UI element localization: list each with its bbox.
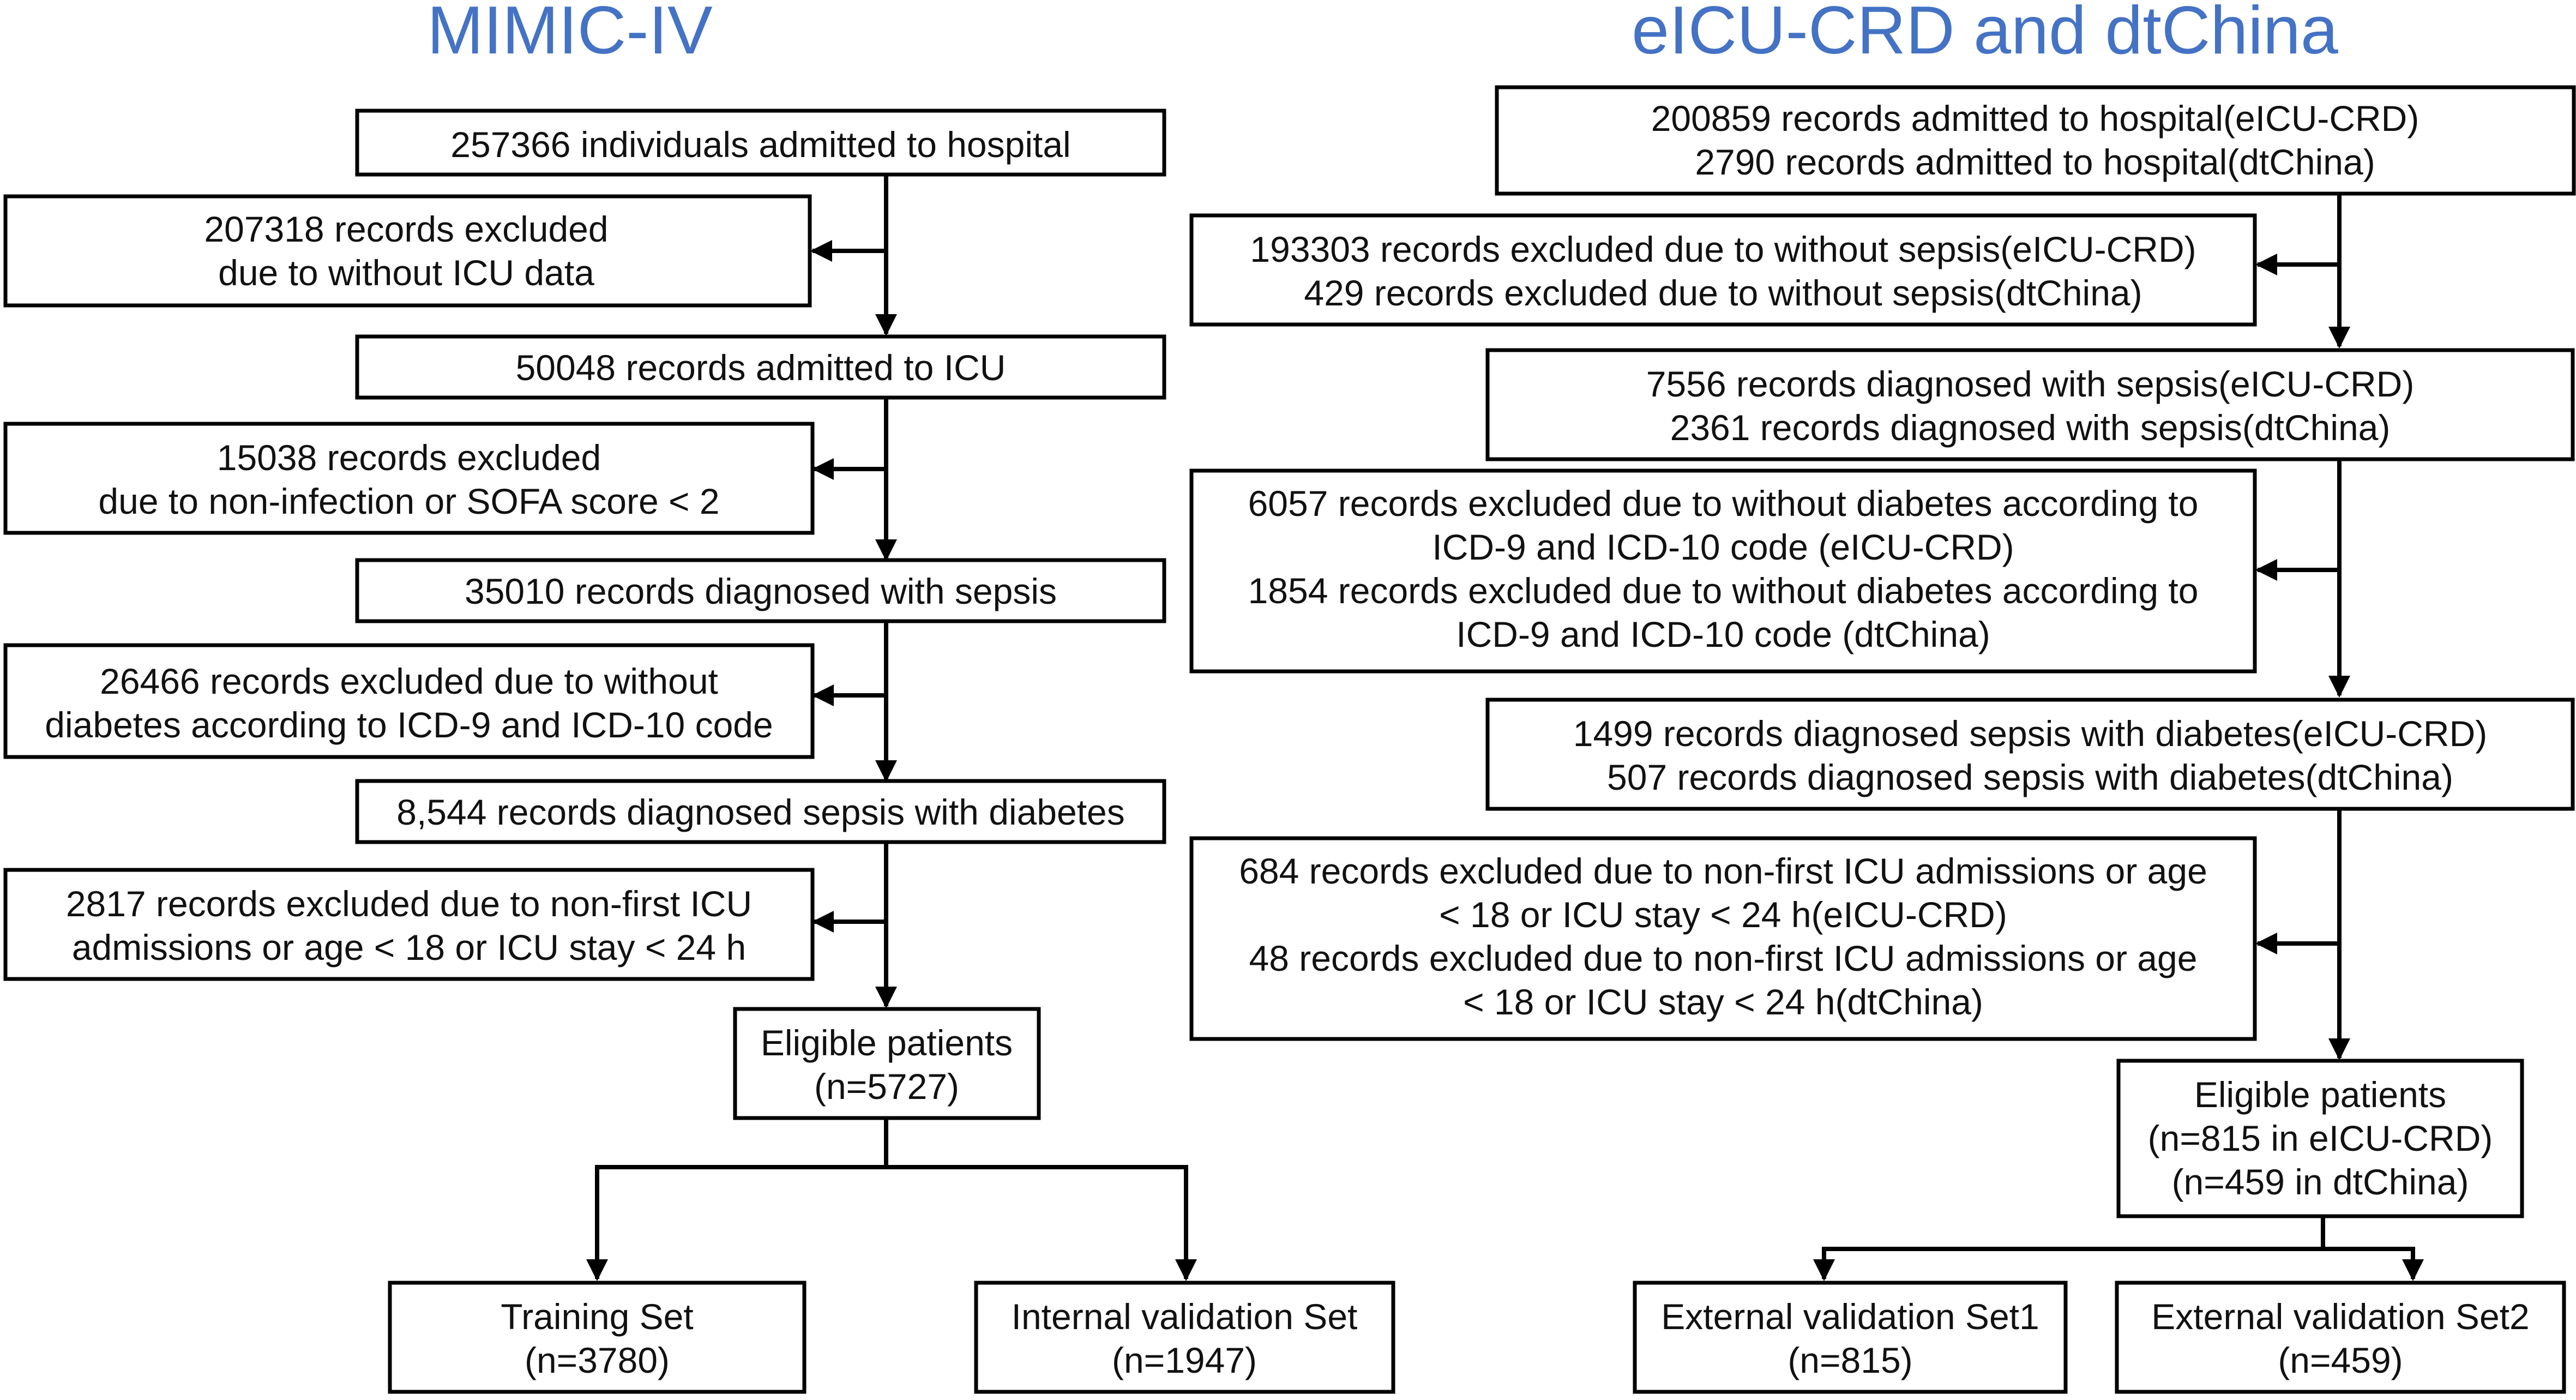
mimic-exclude-text: due to non-infection or SOFA score < 2 [98, 481, 719, 521]
eicu-node-text: 1499 records diagnosed sepsis with diabe… [1573, 713, 2487, 754]
eicu-exclude-text: 193303 records excluded due to without s… [1250, 229, 2196, 269]
mimic-node-internal-validation: Internal validation Set(n=1947) [974, 1281, 1395, 1394]
mimic-node-text: Training Set [501, 1296, 693, 1337]
eicu-node-external-set1: External validation Set1(n=815) [1633, 1281, 2068, 1394]
eicu-node-text: Eligible patients [2194, 1074, 2446, 1115]
svg-text:Eligible patients(n=5727): Eligible patients(n=5727) [761, 1023, 1013, 1107]
eicu-node-text: (n=815) [1787, 1340, 1912, 1380]
mimic-node-admitted-hospital: 257366 individuals admitted to hospital [355, 109, 1166, 177]
eicu-node-external-set2: External validation Set2(n=459) [2115, 1281, 2566, 1394]
mimic-split [586, 1119, 888, 1281]
svg-text:257366 individuals admitted to: 257366 individuals admitted to hospital [450, 124, 1070, 165]
eicu-node-text: 2361 records diagnosed with sepsis(dtChi… [1670, 407, 2391, 448]
mimic-node-sepsis-diabetes: 8,544 records diagnosed sepsis with diab… [355, 779, 1166, 844]
mimic-boxes: 257366 individuals admitted to hospital … [3, 109, 1395, 1394]
eicu-connectors [1813, 194, 2424, 1281]
eicu-node-text: (n=459 in dtChina) [2172, 1162, 2469, 1202]
eicu-exclude-text: 684 records excluded due to non-first IC… [1239, 851, 2207, 891]
svg-text:193303 records excluded due to: 193303 records excluded due to without s… [1250, 229, 2196, 313]
mimic-connectors [586, 176, 1197, 1281]
eicu-node-sepsis: 7556 records diagnosed with sepsis(eICU-… [1485, 348, 2575, 461]
eicu-node-text: 7556 records diagnosed with sepsis(eICU-… [1646, 364, 2415, 404]
mimic-exclude-text: 15038 records excluded [217, 437, 601, 478]
eicu-node-sepsis-diabetes: 1499 records diagnosed sepsis with diabe… [1485, 698, 2575, 811]
eicu-node-text: 2790 records admitted to hospital(dtChin… [1695, 142, 2375, 182]
eicu-split-right [2323, 1247, 2424, 1281]
title-mimic: MIMIC-IV [427, 0, 713, 68]
eicu-exclude-text: 429 records excluded due to without seps… [1304, 273, 2142, 313]
mimic-node-text: 257366 individuals admitted to hospital [450, 124, 1070, 165]
svg-text:External validation Set2(n=459: External validation Set2(n=459) [2151, 1296, 2529, 1380]
eicu-exclude-text: 48 records excluded due to non-first ICU… [1249, 938, 2198, 978]
mimic-exclude-non-first: 2817 records excluded due to non-first I… [3, 868, 815, 981]
svg-text:Training Set(n=3780): Training Set(n=3780) [501, 1296, 693, 1380]
eicu-exclude-text: 1854 records excluded due to without dia… [1248, 570, 2199, 611]
svg-text:200859 records admitted to hos: 200859 records admitted to hospital(eICU… [1651, 98, 2419, 182]
mimic-exclude-text: due to without ICU data [218, 253, 594, 293]
mimic-exclude-text: 207318 records excluded [204, 209, 608, 249]
mimic-exclude-text: 26466 records excluded due to without [100, 661, 718, 701]
eicu-node-text: (n=459) [2278, 1340, 2403, 1380]
eicu-exclude-text: ICD-9 and ICD-10 code (eICU-CRD) [1432, 527, 2014, 567]
mimic-exclude-text: admissions or age < 18 or ICU stay < 24 … [72, 927, 746, 968]
eicu-node-eligible: Eligible patients(n=815 in eICU-CRD)(n=4… [2116, 1059, 2524, 1218]
eicu-exclude-text: < 18 or ICU stay < 24 h(eICU-CRD) [1439, 894, 2007, 935]
eicu-node-admitted-hospital: 200859 records admitted to hospital(eICU… [1495, 85, 2576, 196]
eicu-node-text: (n=815 in eICU-CRD) [2148, 1118, 2493, 1158]
eicu-exclude-text: < 18 or ICU stay < 24 h(dtChina) [1463, 982, 1983, 1022]
svg-text:6057 records excluded due to w: 6057 records excluded due to without dia… [1248, 483, 2199, 654]
mimic-node-text: Internal validation Set [1012, 1296, 1358, 1337]
eicu-node-text: External validation Set1 [1661, 1296, 2039, 1337]
mimic-split-right [886, 1165, 1197, 1281]
svg-text:8,544 records diagnosed sepsis: 8,544 records diagnosed sepsis with diab… [396, 792, 1125, 832]
eicu-exclude-no-sepsis: 193303 records excluded due to without s… [1189, 213, 2257, 327]
mimic-node-training-set: Training Set(n=3780) [388, 1281, 806, 1394]
svg-text:7556 records diagnosed with se: 7556 records diagnosed with sepsis(eICU-… [1646, 364, 2415, 448]
mimic-node-text: (n=5727) [814, 1066, 959, 1107]
mimic-node-eligible: Eligible patients(n=5727) [733, 1007, 1041, 1120]
svg-text:26466 records excluded due to: 26466 records excluded due to withoutdia… [45, 661, 773, 745]
svg-text:684 records excluded due to no: 684 records excluded due to non-first IC… [1239, 851, 2207, 1022]
eicu-node-text: 507 records diagnosed sepsis with diabet… [1607, 757, 2453, 797]
svg-text:2817 records excluded due to n: 2817 records excluded due to non-first I… [66, 884, 752, 968]
svg-text:50048 records admitted to ICU: 50048 records admitted to ICU [516, 347, 1006, 388]
mimic-node-text: (n=3780) [525, 1340, 670, 1380]
svg-text:Internal validation Set(n=1947: Internal validation Set(n=1947) [1012, 1296, 1358, 1380]
title-eicu-dtchina: eICU-CRD and dtChina [1632, 0, 2338, 68]
svg-text:Eligible patients(n=815 in eIC: Eligible patients(n=815 in eICU-CRD)(n=4… [2148, 1074, 2493, 1202]
eicu-boxes: 200859 records admitted to hospital(eICU… [1189, 85, 2576, 1394]
svg-text:35010 records diagnosed with s: 35010 records diagnosed with sepsis [465, 571, 1057, 611]
eicu-exclude-text: 6057 records excluded due to without dia… [1248, 483, 2199, 524]
mimic-node-admitted-icu: 50048 records admitted to ICU [355, 334, 1166, 400]
mimic-exclude-text: diabetes according to ICD-9 and ICD-10 c… [45, 705, 773, 745]
eicu-exclude-no-diabetes: 6057 records excluded due to without dia… [1189, 468, 2257, 674]
eicu-node-text: 200859 records admitted to hospital(eICU… [1651, 98, 2419, 139]
mimic-node-text: (n=1947) [1112, 1340, 1257, 1380]
mimic-node-text: 50048 records admitted to ICU [516, 347, 1006, 388]
mimic-node-text: 35010 records diagnosed with sepsis [465, 571, 1057, 611]
eicu-exclude-text: ICD-9 and ICD-10 code (dtChina) [1456, 614, 1990, 654]
svg-text:1499 records diagnosed sepsis: 1499 records diagnosed sepsis with diabe… [1573, 713, 2487, 797]
mimic-node-sepsis: 35010 records diagnosed with sepsis [355, 558, 1166, 623]
eicu-node-text: External validation Set2 [2151, 1296, 2529, 1337]
mimic-node-text: Eligible patients [761, 1023, 1013, 1063]
eicu-split [1813, 1217, 2325, 1281]
mimic-exclude-text: 2817 records excluded due to non-first I… [66, 884, 752, 924]
mimic-node-text: 8,544 records diagnosed sepsis with diab… [396, 792, 1125, 832]
eicu-exclude-non-first: 684 records excluded due to non-first IC… [1189, 836, 2257, 1041]
svg-text:External validation Set1(n=815: External validation Set1(n=815) [1661, 1296, 2039, 1380]
